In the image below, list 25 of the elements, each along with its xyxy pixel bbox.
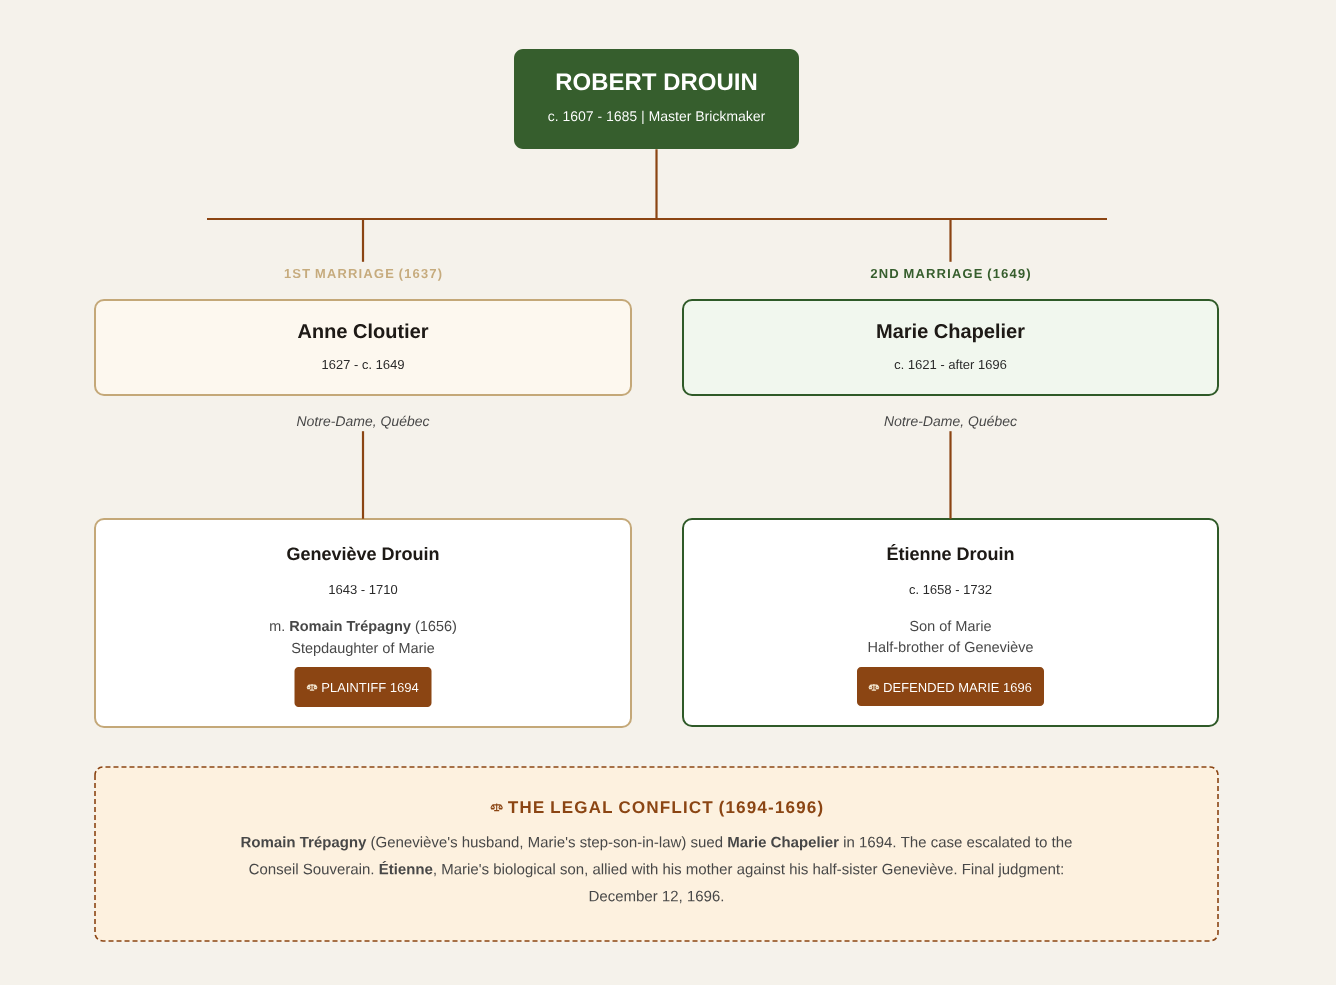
place-name: Notre-Dame, Québec <box>884 415 1017 429</box>
connector-line <box>205 148 1109 262</box>
life-dates: 1627 - c. 1649 <box>322 359 404 370</box>
life-dates: 1643 - 1710 <box>329 584 398 595</box>
conflict-heading: THE LEGAL CONFLICT (1694-1696) <box>508 800 823 817</box>
marriage-heading: 1ST MARRIAGE (1637) <box>284 268 442 281</box>
life-dates: c. 1621 - after 1696 <box>894 359 1007 370</box>
place-name: Notre-Dame, Québec <box>296 415 430 429</box>
paragraph: Romain Trépagny (Geneviève's husband, Marie's step-son-in-law) sued Marie Chapelier in 1694. The case escalated to the Conseil Souverain. Étienne, Marie's biological son, allied with his mother against his half-sister Geneviève. Final judgment: December 12, 1696. <box>241 836 1072 904</box>
badge: DEFENDED MARIE 1696 <box>857 667 1044 706</box>
relation-text: Half-brother of Geneviève <box>868 641 1033 653</box>
person-name: Étienne Drouin <box>887 544 1014 561</box>
relation-text: Son of Marie <box>910 620 991 632</box>
relation-text: m. Romain Trépagny (1656) <box>270 620 456 635</box>
life-dates: c. 1607 - 1685 | Master Brickmaker <box>548 110 766 124</box>
person-name: ROBERT DROUIN <box>556 73 757 91</box>
badge: PLAINTIFF 1694 <box>294 667 432 707</box>
person-name: Geneviève Drouin <box>287 546 439 561</box>
relation-text: Stepdaughter of Marie <box>291 642 435 656</box>
person-name: Marie Chapelier <box>877 323 1025 343</box>
life-dates: c. 1658 - 1732 <box>909 584 992 595</box>
marriage-heading: 2ND MARRIAGE (1649) <box>870 268 1030 281</box>
connector-line <box>949 431 952 519</box>
person-name: Anne Cloutier <box>297 323 429 339</box>
connector-line <box>361 431 365 519</box>
